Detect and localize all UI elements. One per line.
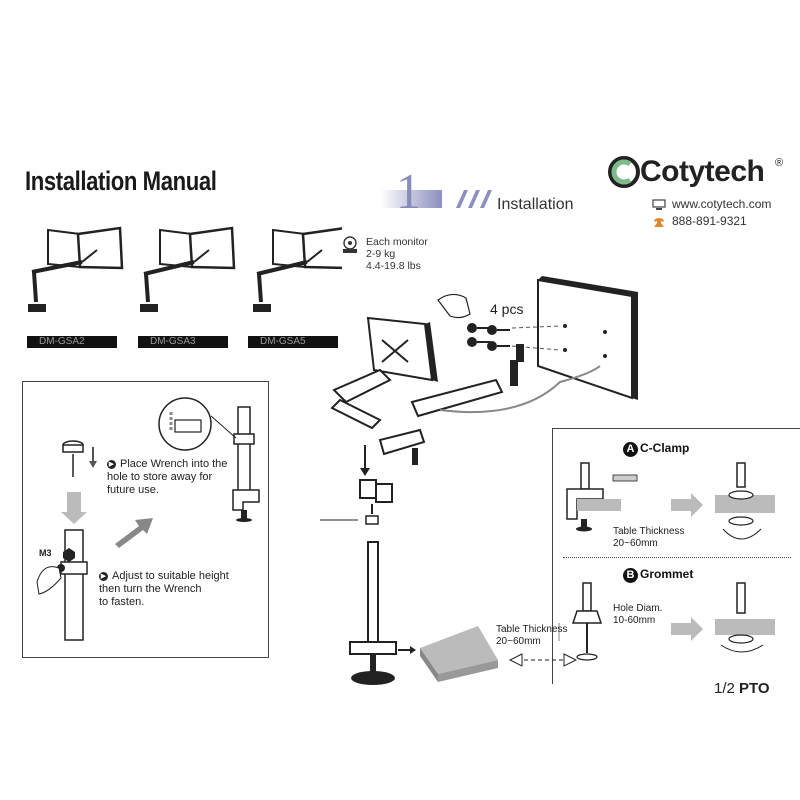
option-b-hole: Hole Diam. 10-60mm [613, 603, 662, 627]
step-banner: 1 [380, 163, 492, 218]
model-illustrations [28, 226, 342, 312]
phone-icon [654, 217, 664, 227]
screw-count: 4 pcs [490, 301, 524, 317]
model-label: DM-GSA2 [27, 336, 117, 348]
screw-size-label: M3 [39, 548, 52, 558]
pole-detail-panel: ▶ Place Wrench into the hole to store awa… [22, 381, 269, 658]
thickness-label: Table Thickness [613, 526, 685, 537]
brand-name: Cotytech [640, 155, 765, 188]
weight-line: 4.4-19.8 lbs [366, 260, 421, 272]
option-a-label: C-Clamp [640, 441, 690, 455]
option-b-label: Grommet [640, 567, 694, 581]
thickness-range: 20~60mm [613, 538, 658, 549]
stripe [480, 190, 492, 208]
stripe [468, 190, 480, 208]
thickness-label: Table Thickness [496, 624, 568, 635]
step-line: ▶ Place Wrench into the [107, 458, 227, 471]
table-illustration [420, 626, 578, 682]
model-label: DM-GSA3 [138, 336, 228, 348]
pole-step-1: ▶ Place Wrench into the hole to store awa… [107, 458, 227, 497]
clamp-base [349, 641, 397, 655]
thickness-range: 20~60mm [496, 636, 541, 647]
grommet-illustration [558, 582, 775, 661]
c-clamp-illustration [566, 462, 775, 540]
play-bullet-icon: ▶ [99, 572, 108, 581]
model-label: DM-GSA5 [248, 336, 338, 348]
website-text: www.cotytech.com [672, 197, 772, 211]
stripe [456, 190, 468, 208]
step-label: Installation [497, 196, 574, 213]
option-divider [563, 557, 791, 558]
weight-line: 2-9 kg [366, 248, 396, 260]
step-line: to fasten. [99, 596, 145, 608]
option-a-letter: A [623, 442, 638, 457]
base-plate [351, 671, 395, 685]
play-bullet-icon: ▶ [107, 460, 116, 469]
pole-step-2: ▶ Adjust to suitable height then turn the… [99, 570, 229, 609]
phone-text: 888-891-9321 [672, 214, 747, 228]
page-number: 1/2 [714, 680, 735, 697]
arm-left [332, 368, 392, 404]
option-b-letter: B [623, 568, 638, 583]
screw-icon [467, 323, 510, 351]
phone-line: 888-891-9321 [652, 214, 747, 228]
page-indicator: 1/2 PTO [714, 680, 770, 697]
pto-label: PTO [739, 680, 770, 697]
step-line: then turn the Wrench [99, 583, 202, 595]
weight-icon [343, 236, 357, 253]
pole-detail-illustration [36, 397, 260, 641]
step-number: 1 [396, 163, 421, 218]
table-slab [420, 626, 498, 674]
website-line: www.cotytech.com [652, 197, 771, 211]
step-line-text: Place Wrench into the [120, 458, 228, 470]
hole-range: 10-60mm [613, 615, 656, 626]
step-line: future use. [107, 484, 159, 496]
hand-icon [437, 293, 471, 319]
registered-mark: ® [775, 157, 784, 169]
weight-spec: Each monitor 2-9 kg 4.4-19.8 lbs [366, 236, 428, 272]
model-illustration [28, 226, 124, 312]
model-illustration [140, 226, 236, 312]
base-table-thickness: Table Thickness 20~60mm [496, 624, 568, 648]
weight-line: Each monitor [366, 236, 428, 248]
model-illustration [253, 227, 342, 312]
step-line-text: Adjust to suitable height [112, 570, 229, 582]
arm-right [410, 378, 504, 418]
wrench-icon [63, 548, 75, 562]
hole-label: Hole Diam. [613, 603, 663, 614]
cotytech-logo-icon [608, 156, 640, 188]
computer-icon [652, 199, 666, 210]
step-line: ▶ Adjust to suitable height [99, 570, 229, 583]
pole [367, 541, 379, 643]
cable [439, 365, 601, 413]
monitor-back-right [537, 278, 633, 400]
assembly-illustration [320, 276, 638, 685]
page-title: Installation Manual [25, 166, 217, 196]
step-band [380, 190, 442, 208]
option-a-thickness: Table Thickness 20~60mm [613, 526, 685, 550]
step-line: hole to store away for [107, 471, 213, 483]
